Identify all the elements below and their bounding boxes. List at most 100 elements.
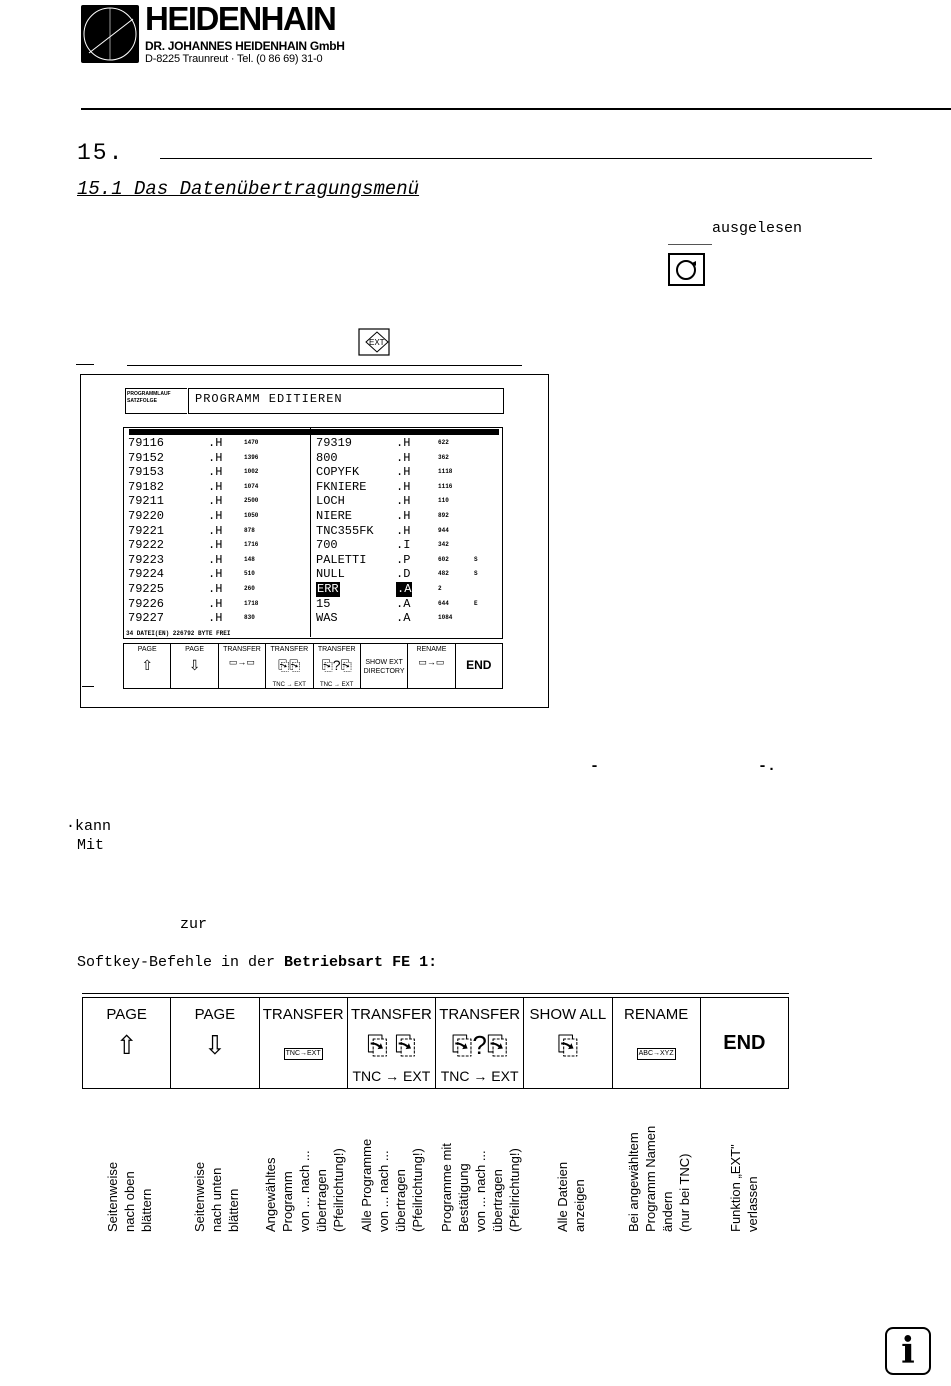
softkey-rename[interactable]: RENAME ABC→XYZ: [613, 998, 701, 1088]
arrow-up-icon: ⇧: [141, 657, 154, 673]
softkey-desc-show-all: Alle Dateien anzeigen: [555, 1161, 587, 1232]
file-extension: .D: [396, 567, 411, 582]
file-name: PALETTI: [316, 552, 367, 567]
screen-softkey-rename[interactable]: RENAME ▭→▭: [408, 644, 456, 688]
file-extension: .H: [208, 479, 223, 494]
pages-question-icon: ⎘?⎘: [321, 657, 352, 673]
softkey-desc-transfer-all: Alle Programme von ... nach ... übertrag…: [359, 1138, 425, 1232]
file-size: 878: [244, 526, 255, 534]
heidenhain-logo: [81, 5, 139, 63]
file-extension: .H: [208, 436, 223, 450]
file-extension: .H: [208, 582, 223, 596]
file-name: 79116: [128, 436, 165, 450]
file-extension: .H: [396, 479, 411, 494]
file-extension: .H: [396, 523, 411, 538]
softkey-transfer-all[interactable]: TRANSFER ⎘ ⎘ TNC → EXT: [348, 998, 436, 1088]
file-size: 482: [438, 570, 449, 578]
section-title: 15.1 Das Datenübertragungsmenü: [77, 178, 420, 200]
file-name: 79211: [128, 494, 165, 509]
tnc-screen-frame: [80, 374, 549, 708]
file-size: 1718: [244, 599, 259, 607]
file-size: 2500: [244, 497, 259, 505]
file-size: 830: [244, 614, 255, 622]
file-name: 79223: [128, 552, 165, 567]
pages-icon: ⎘⎘: [278, 657, 301, 673]
file-extension: .A: [396, 596, 411, 611]
softkey-end[interactable]: END: [723, 1032, 766, 1054]
file-name: WAS: [316, 611, 338, 626]
screen-softkey-bar: PAGE ⇧ PAGE ⇩ TRANSFER ▭→▭ TRANSFER ⎘⎘ T…: [123, 643, 503, 689]
file-extension: .A: [396, 611, 411, 626]
screen-softkey-show-ext[interactable]: SHOW EXT DIRECTORY: [361, 644, 409, 688]
file-extension: .H: [396, 509, 411, 523]
key-underline: [668, 244, 712, 245]
text-fragment-kann: ·kann: [66, 818, 112, 835]
text-fragment-zur: zur: [180, 916, 208, 933]
softkey-desc-end: Funktion „EXT" verlassen: [728, 1144, 760, 1232]
file-name: 79226: [128, 596, 165, 611]
file-name: 79319: [316, 436, 353, 450]
file-size: 110: [438, 497, 449, 505]
file-size: 362: [438, 453, 449, 461]
pages-question-icon: ⎘?⎘: [451, 1030, 508, 1060]
screen-list-bar: [129, 429, 499, 435]
chapter-number: 15.: [77, 140, 125, 166]
margin-mark: [82, 686, 94, 687]
screen-footer: 34 DATEI(EN) 226792 BYTE FREI: [126, 630, 231, 637]
file-name: 79220: [128, 509, 165, 523]
margin-mark: [76, 364, 94, 365]
arrow-down-icon: ⇩: [203, 1030, 226, 1060]
file-size: 644: [438, 599, 449, 607]
file-name: ERR: [316, 582, 340, 597]
text-rule: [127, 365, 522, 366]
screen-softkey-page-up[interactable]: PAGE ⇧: [124, 644, 172, 688]
softkey-show-all[interactable]: SHOW ALL ⎘: [524, 998, 613, 1088]
screen-softkey-end[interactable]: END: [466, 658, 492, 672]
screen-list-divider: [310, 427, 311, 637]
file-status-flag: S: [474, 555, 478, 563]
file-name: 700: [316, 538, 338, 553]
file-name: 800: [316, 450, 338, 465]
file-size: 148: [244, 555, 255, 563]
file-name: 79153: [128, 465, 165, 480]
softkey-top-rule: [82, 993, 789, 994]
ext-key-icon: EXT: [358, 325, 396, 357]
file-size: 1470: [244, 439, 259, 446]
file-name: LOCH: [316, 494, 345, 509]
softkey-desc-transfer: Angewähltes Programm von ... nach ... üb…: [263, 1148, 346, 1232]
text-fragment-dash-dot: -.: [758, 758, 777, 775]
softkey-desc-page-down: Seitenweise nach unten blättern: [192, 1161, 241, 1232]
softkey-transfer[interactable]: TRANSFER TNC→EXT: [260, 998, 348, 1088]
file-size: 510: [244, 570, 255, 578]
file-extension: .H: [208, 567, 223, 582]
file-size: 1084: [438, 614, 453, 622]
stacked-pages-icon: ⎘: [557, 1030, 579, 1060]
softkey-page-down[interactable]: PAGE ⇩: [171, 998, 260, 1088]
softkey-transfer-confirm[interactable]: TRANSFER ⎘?⎘ TNC → EXT: [436, 998, 525, 1088]
company-address: D-8225 Traunreut · Tel. (0 86 69) 31-0: [145, 53, 323, 65]
file-status-flag: S: [474, 570, 478, 578]
file-name: FKNIERE: [316, 479, 367, 494]
file-name: 79222: [128, 538, 165, 553]
text-fragment-mit: Mit: [77, 837, 105, 854]
file-extension: .A: [396, 582, 413, 597]
file-extension: .H: [208, 465, 223, 480]
file-size: 1396: [244, 453, 259, 461]
softkey-page-up[interactable]: PAGE ⇧: [83, 998, 172, 1088]
screen-softkey-transfer[interactable]: TRANSFER ▭→▭: [219, 644, 267, 688]
arrow-up-icon: ⇧: [115, 1030, 138, 1060]
file-size: 1716: [244, 541, 259, 549]
file-name: 79224: [128, 567, 165, 582]
screen-softkey-page-down[interactable]: PAGE ⇩: [171, 644, 219, 688]
screen-mode-title: PROGRAMM EDITIEREN: [188, 388, 504, 414]
info-icon: i: [885, 1327, 931, 1375]
file-extension: .H: [396, 465, 411, 480]
softkey-desc-page-up: Seitenweise nach oben blättern: [105, 1161, 154, 1232]
screen-softkey-transfer-confirm[interactable]: TRANSFER ⎘?⎘ TNC → EXT: [314, 644, 361, 688]
chapter-rule: [160, 158, 872, 159]
file-extension: .H: [208, 611, 223, 626]
file-size: 2: [438, 585, 442, 592]
file-extension: .P: [396, 552, 411, 567]
file-name: COPYFK: [316, 465, 360, 480]
screen-softkey-transfer-all[interactable]: TRANSFER ⎘⎘ TNC → EXT: [266, 644, 314, 688]
